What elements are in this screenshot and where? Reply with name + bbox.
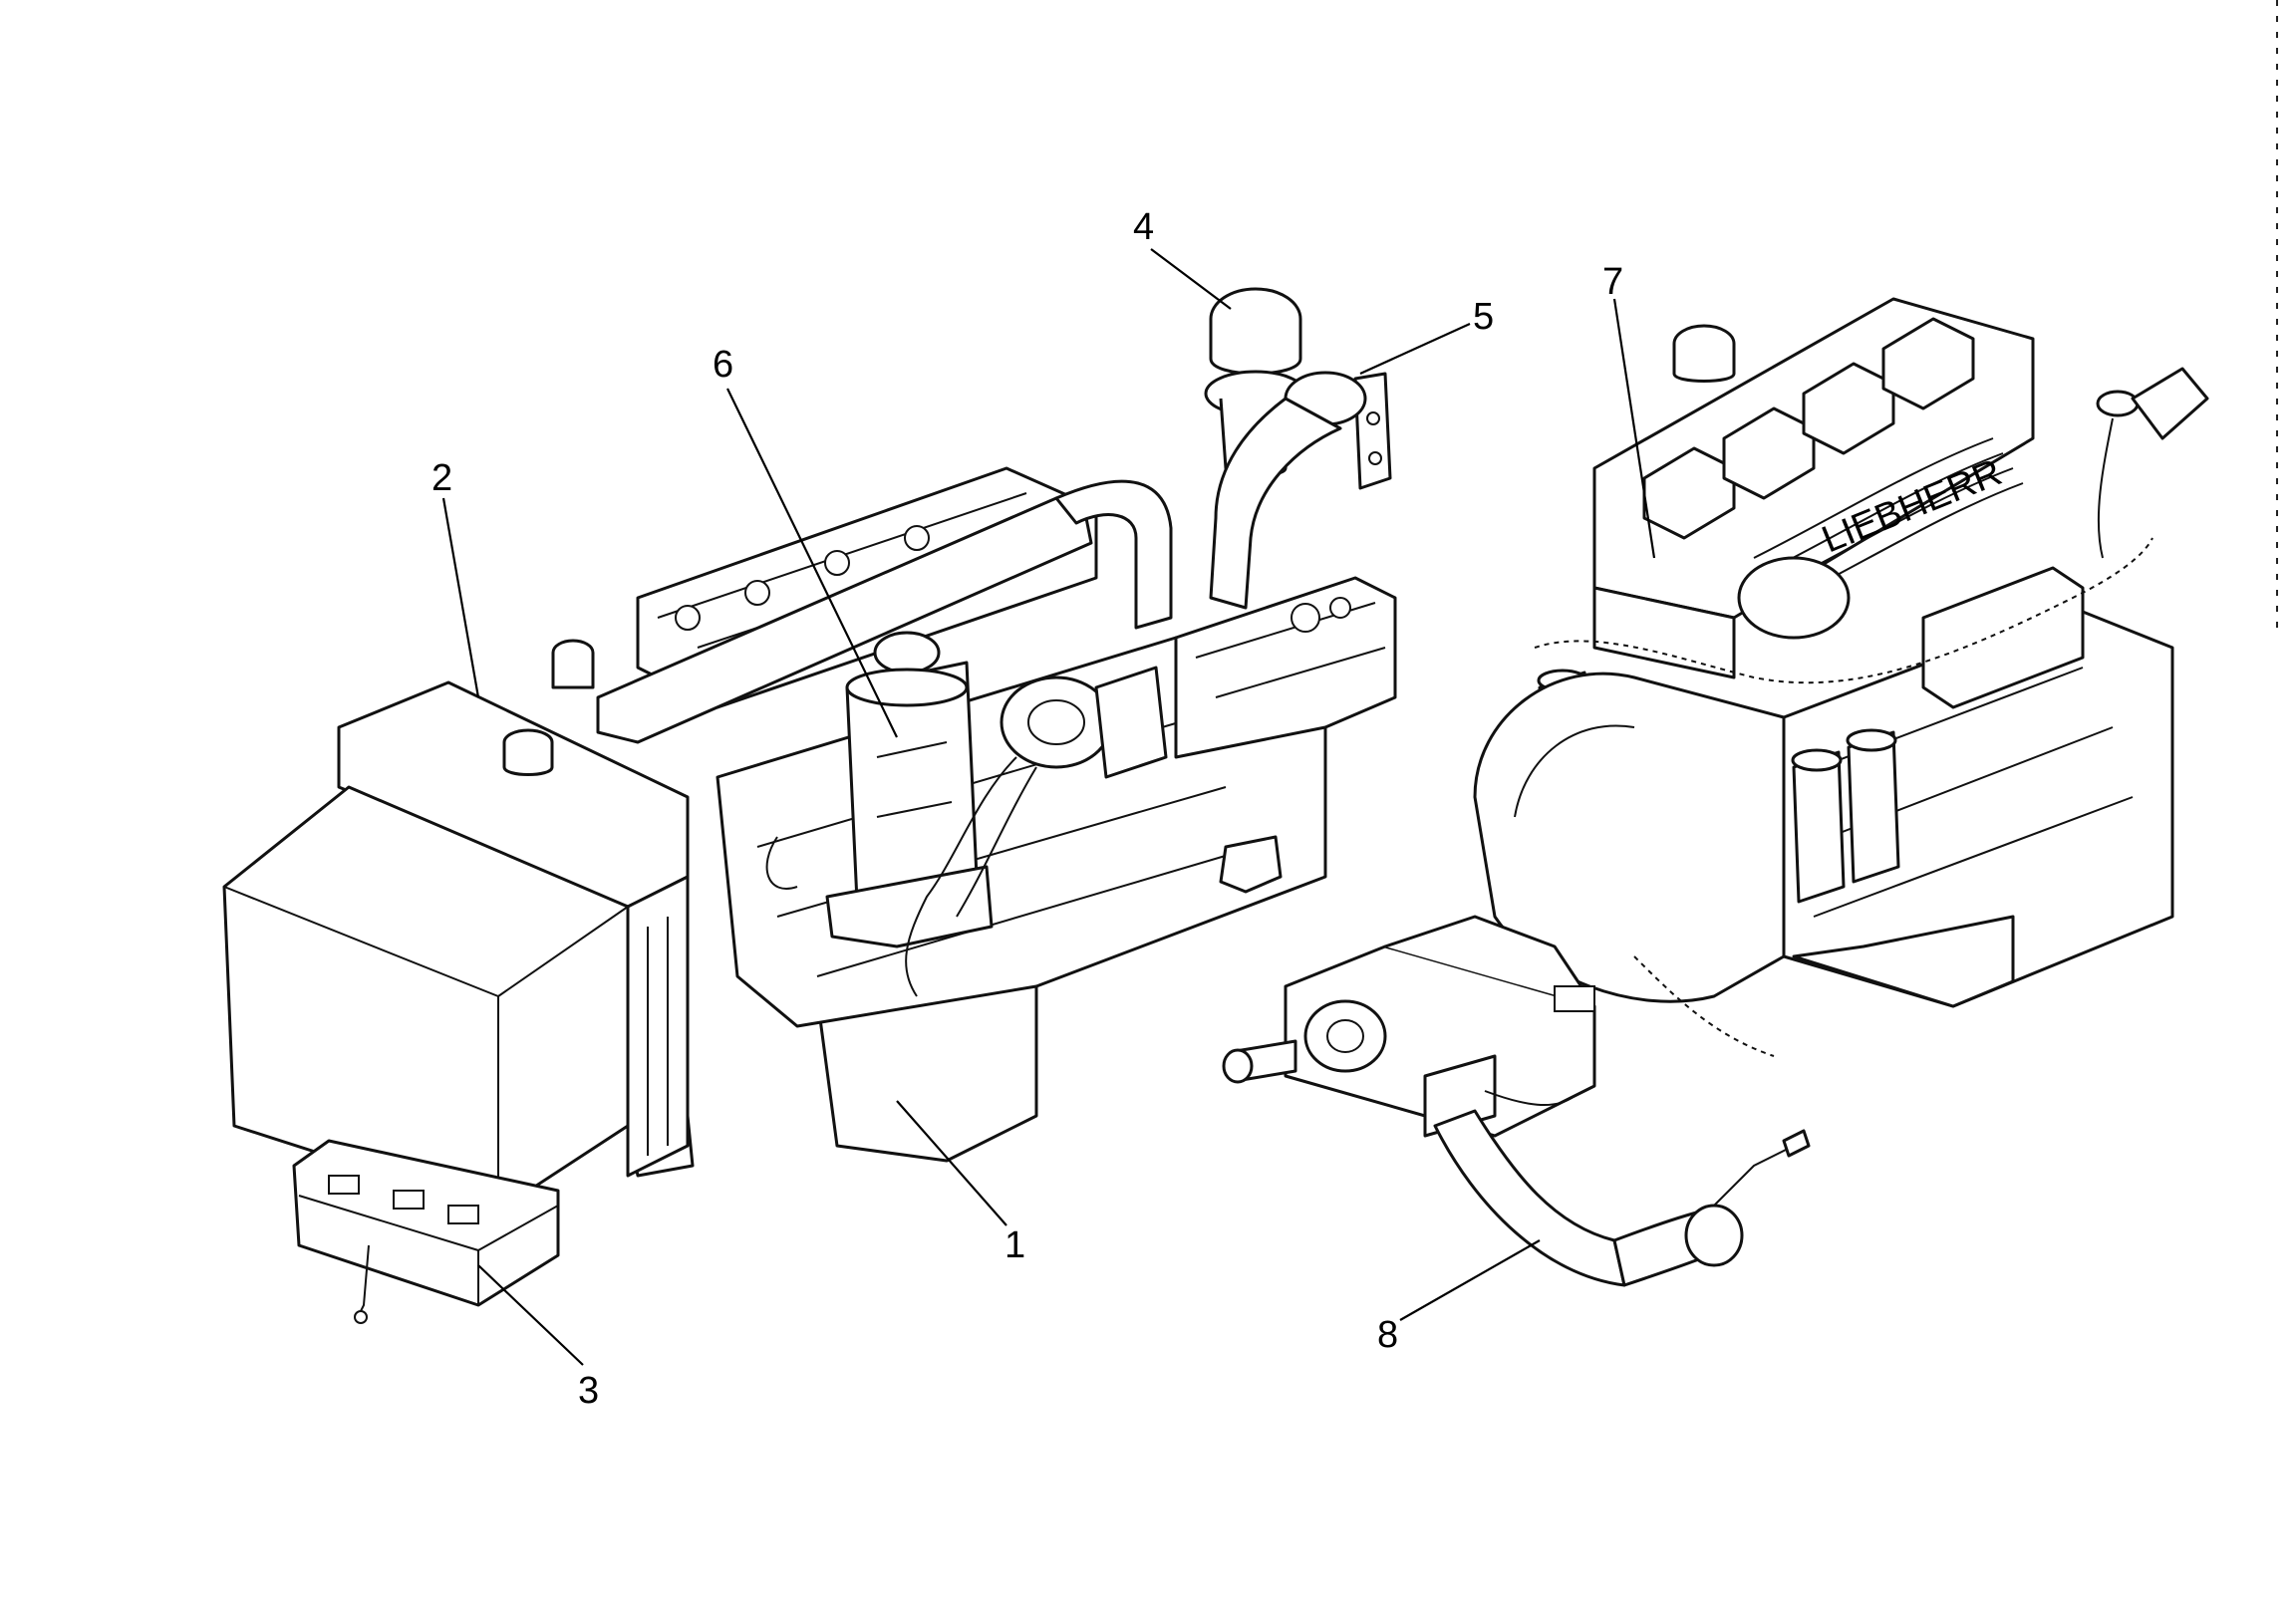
callout-4: 4 xyxy=(1133,206,1154,248)
injection-lines xyxy=(1753,437,2024,604)
exhaust-muffler xyxy=(825,631,994,948)
leader-2 xyxy=(441,497,480,698)
dipstick-tube xyxy=(2097,417,2114,559)
right-engine-assembly: LIEBHERR xyxy=(1222,297,2209,1287)
callout-6: 6 xyxy=(713,344,733,386)
callout-numbers: 1 2 3 4 5 6 7 8 xyxy=(431,206,1623,1412)
leader-7 xyxy=(1612,298,1656,559)
engine-mount-rear xyxy=(1219,835,1283,894)
leader-lines xyxy=(441,248,1656,1366)
leader-8 xyxy=(1399,1239,1541,1321)
callout-7: 7 xyxy=(1602,261,1623,303)
intake-pipe-loop xyxy=(1054,479,1173,630)
hydraulic-pump-right xyxy=(1222,915,1596,1138)
radiator xyxy=(337,639,690,1178)
oil-sump-right xyxy=(1792,915,2015,1008)
leader-1 xyxy=(896,1100,1007,1226)
oil-filters xyxy=(1791,728,1900,904)
battery xyxy=(292,1139,560,1324)
callout-3: 3 xyxy=(578,1370,599,1412)
suction-hose xyxy=(1433,1090,1811,1287)
leader-3 xyxy=(477,1264,584,1366)
callout-8: 8 xyxy=(1377,1314,1398,1356)
left-engine-assembly xyxy=(222,287,1397,1324)
leader-5 xyxy=(1359,322,1471,376)
cylinder-head-right xyxy=(1592,297,2035,679)
front-pulley xyxy=(1737,556,1851,640)
alternator xyxy=(1000,666,1168,779)
hydraulic-pump-left xyxy=(1174,576,1397,759)
leader-6 xyxy=(726,388,898,738)
callout-1: 1 xyxy=(1004,1224,1025,1266)
coolant-hose-left xyxy=(905,756,1017,997)
turbocharger xyxy=(1209,371,1392,610)
callout-5: 5 xyxy=(1473,296,1494,338)
leader-4 xyxy=(1150,248,1232,310)
injection-pump xyxy=(1921,566,2085,709)
fan-guard xyxy=(222,785,630,1213)
exhaust-outlet-right xyxy=(2131,367,2209,440)
callout-2: 2 xyxy=(431,457,452,499)
